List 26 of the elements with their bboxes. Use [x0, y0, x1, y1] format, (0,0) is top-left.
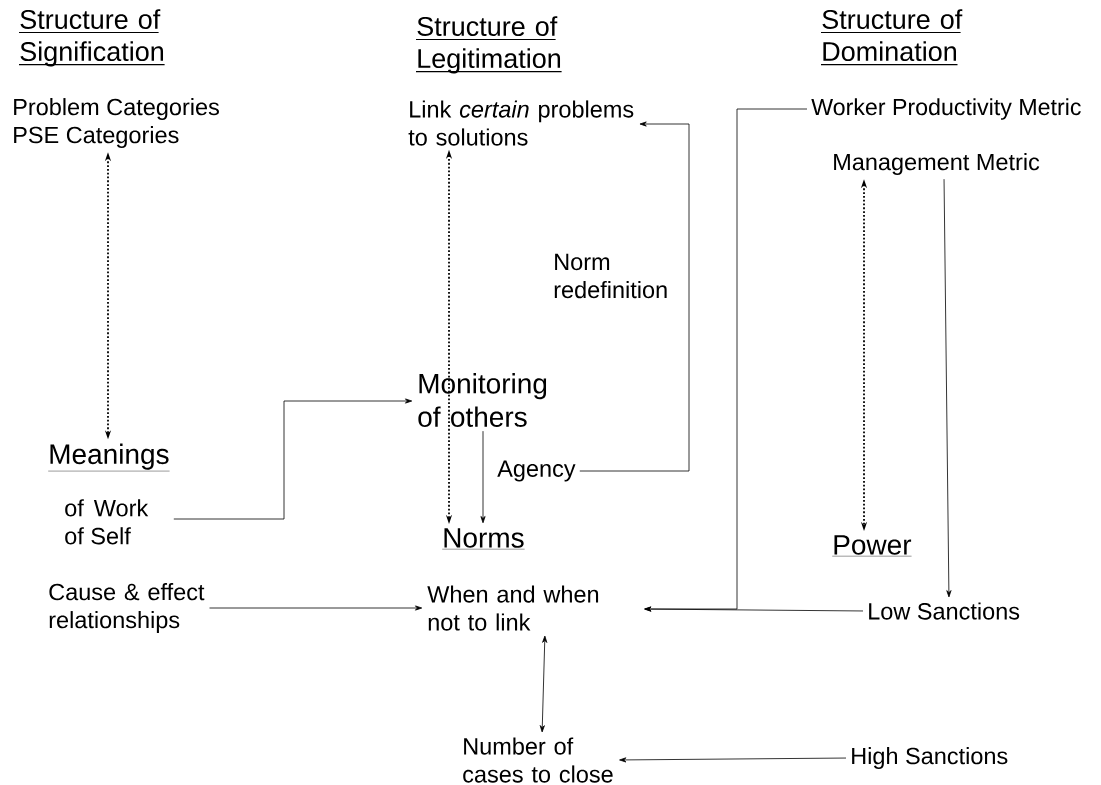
heading: Structure of Legitimation — [415, 16, 563, 74]
concept-heading: Power — [832, 535, 912, 557]
node-text: Cause & effect relationships — [49, 583, 205, 633]
node-text: Number of cases to close — [463, 737, 613, 783]
concept-heading: Meanings of Work of Self — [48, 443, 170, 545]
node-text: Link certain problems to solutions — [408, 100, 634, 146]
arrow — [619, 757, 847, 763]
node-text: When and when not to link — [427, 585, 599, 631]
arrow — [209, 605, 423, 611]
node-text: Agency — [497, 460, 576, 482]
node-text: Management Metric — [834, 153, 1040, 175]
heading: Structure of Signification — [18, 9, 166, 67]
arrow — [480, 430, 486, 524]
edge-label: Norm redefinition — [554, 253, 667, 299]
arrow — [943, 178, 952, 598]
arrow — [539, 635, 548, 733]
arrow — [579, 121, 690, 472]
arrow — [173, 398, 413, 520]
category-list: Problem Categories PSE Categories — [14, 98, 219, 148]
arrow — [644, 606, 864, 612]
node-text: Worker Productivity Metric — [811, 98, 1081, 120]
node-text: Low Sanctions — [869, 602, 1020, 620]
concept-heading: Norms — [442, 528, 525, 550]
heading: Structure of Domination — [820, 9, 963, 66]
node-text: High Sanctions — [852, 747, 1008, 769]
node-text: Monitoring of others — [418, 373, 547, 427]
